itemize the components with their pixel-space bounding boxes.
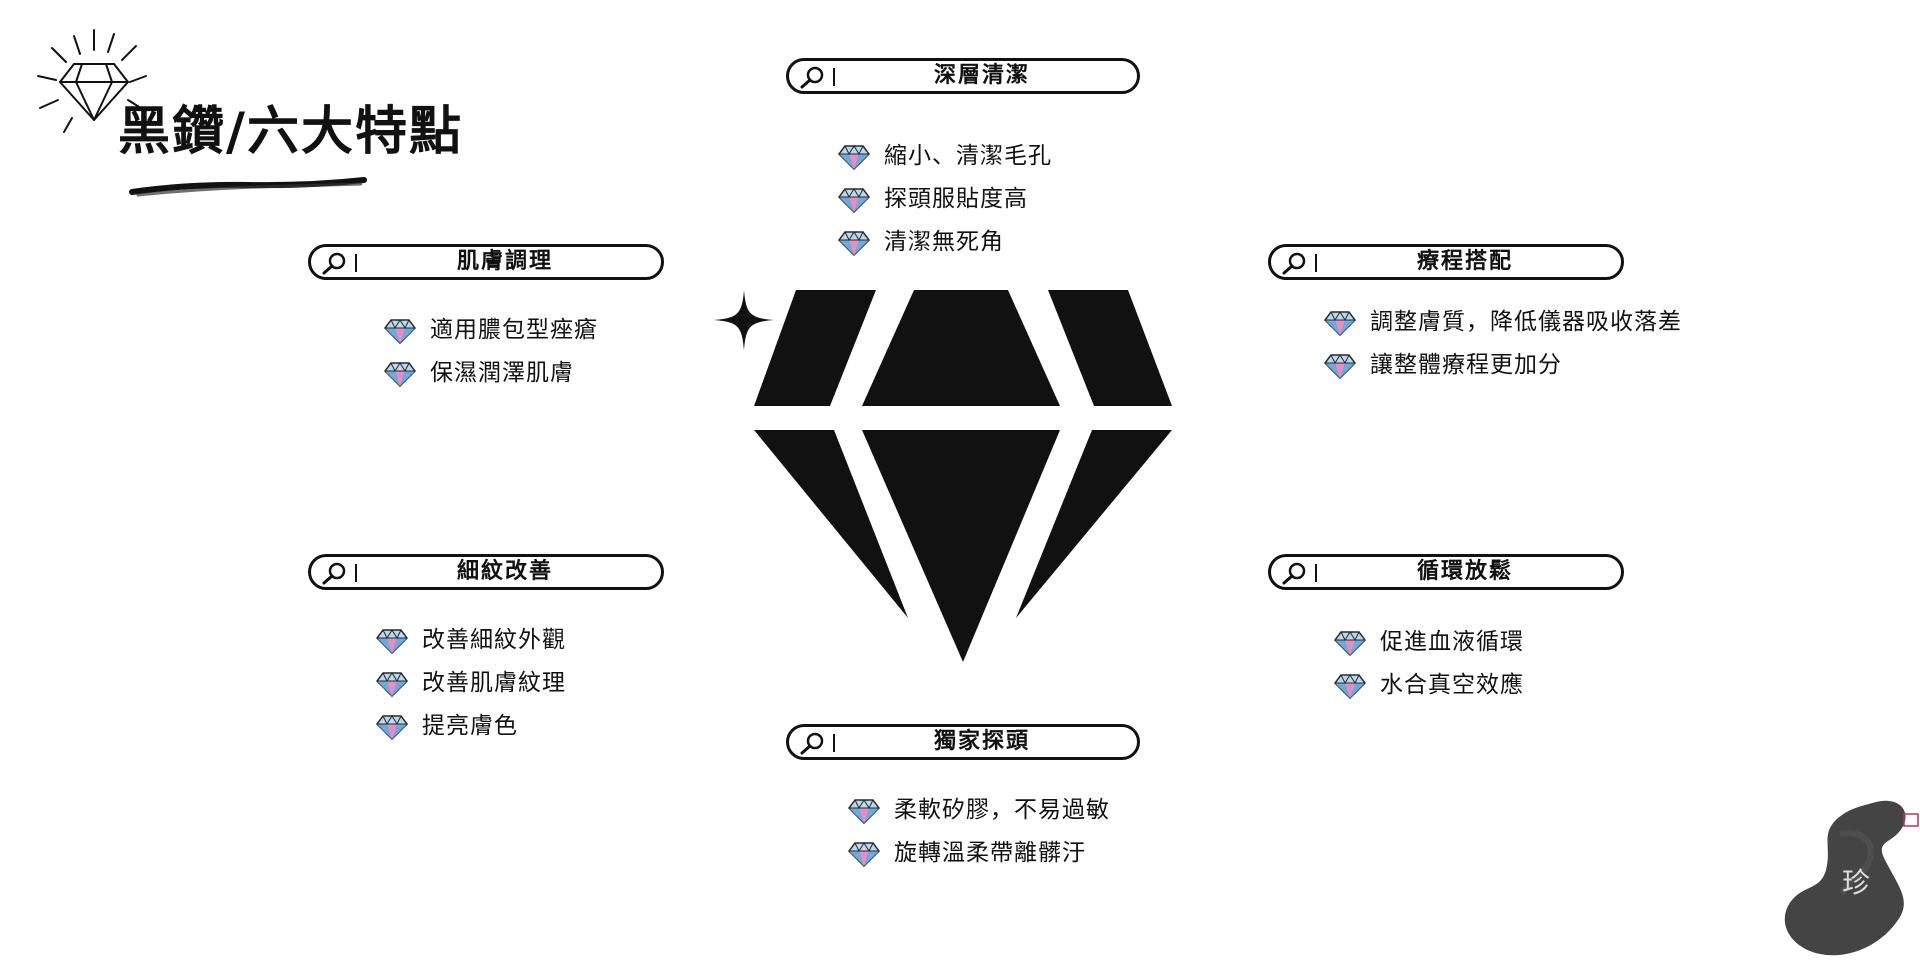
section-header-skin-care: 肌膚調理	[308, 244, 664, 280]
list-item: 清潔無死角	[838, 226, 1052, 269]
section-title-circulation: 循環放鬆	[1416, 559, 1513, 584]
list-item-text: 改善細紋外觀	[422, 627, 566, 653]
diamond-bullet-icon	[838, 231, 870, 256]
list-item: 柔軟矽膠，不易過敏	[848, 794, 1110, 837]
header-separator	[1315, 564, 1317, 582]
header-separator	[355, 564, 357, 582]
page-title: 黑鑽/六大特點	[118, 102, 463, 162]
central-diamond-icon	[754, 290, 1172, 662]
list-item-text: 縮小、清潔毛孔	[884, 143, 1052, 169]
diamond-bullet-icon	[376, 715, 408, 740]
diamond-bullet-icon	[1324, 311, 1356, 336]
diamond-bullet-icon	[1334, 674, 1366, 699]
diamond-bullet-icon	[376, 629, 408, 654]
section-title-skin-care: 肌膚調理	[456, 249, 553, 274]
diamond-bullet-icon	[1334, 631, 1366, 656]
list-probe: 柔軟矽膠，不易過敏 旋轉溫柔帶離髒汙	[848, 794, 1110, 880]
ink-seal-logo: 珍	[1784, 800, 1919, 956]
header-separator	[833, 68, 835, 86]
section-header-probe: 獨家探頭	[786, 724, 1140, 760]
list-course-match: 調整膚質，降低儀器吸收落差 讓整體療程更加分	[1324, 306, 1682, 392]
list-skin-care: 適用膿包型痤瘡 保濕潤澤肌膚	[384, 314, 598, 400]
diamond-bullet-icon	[838, 145, 870, 170]
list-item-text: 清潔無死角	[884, 229, 1004, 255]
section-title-fine-lines: 細紋改善	[456, 559, 553, 584]
section-header-fine-lines: 細紋改善	[308, 554, 664, 590]
list-item-text: 讓整體療程更加分	[1370, 352, 1562, 378]
section-title-deep-clean: 深層清潔	[933, 63, 1030, 88]
magnifier-icon	[1282, 252, 1306, 275]
magnifier-icon	[1282, 562, 1306, 585]
magnifier-icon	[322, 252, 346, 275]
list-item: 保濕潤澤肌膚	[384, 357, 598, 400]
list-item: 改善肌膚紋理	[376, 667, 566, 710]
diamond-bullet-icon	[838, 188, 870, 213]
list-item: 探頭服貼度高	[838, 183, 1052, 226]
list-fine-lines: 改善細紋外觀 改善肌膚紋理 提亮膚色	[376, 624, 566, 753]
list-item-text: 改善肌膚紋理	[422, 670, 566, 696]
list-item-text: 旋轉溫柔帶離髒汙	[894, 840, 1086, 866]
list-item-text: 調整膚質，降低儀器吸收落差	[1370, 309, 1682, 335]
diamond-bullet-icon	[384, 362, 416, 387]
list-item-text: 適用膿包型痤瘡	[430, 317, 598, 343]
diamond-bullet-icon	[848, 842, 880, 867]
list-deep-clean: 縮小、清潔毛孔 探頭服貼度高 清潔無死角	[838, 140, 1052, 269]
diamond-bullet-icon	[1324, 354, 1356, 379]
list-item: 縮小、清潔毛孔	[838, 140, 1052, 183]
sparkle-icon	[714, 290, 774, 350]
magnifier-icon	[322, 562, 346, 585]
diamond-sketch-icon	[37, 29, 147, 133]
list-item: 適用膿包型痤瘡	[384, 314, 598, 357]
header-separator	[1315, 254, 1317, 272]
section-header-circulation: 循環放鬆	[1268, 554, 1624, 590]
header-separator	[355, 254, 357, 272]
section-title-probe: 獨家探頭	[933, 729, 1030, 754]
section-header-course-match: 療程搭配	[1268, 244, 1624, 280]
magnifier-icon	[800, 732, 824, 755]
list-item: 改善細紋外觀	[376, 624, 566, 667]
list-item: 水合真空效應	[1334, 669, 1524, 712]
list-item-text: 水合真空效應	[1380, 672, 1524, 698]
list-circulation: 促進血液循環 水合真空效應	[1334, 626, 1524, 712]
list-item-text: 提亮膚色	[422, 713, 518, 739]
magnifier-icon	[800, 66, 824, 89]
list-item: 調整膚質，降低儀器吸收落差	[1324, 306, 1682, 349]
list-item-text: 探頭服貼度高	[884, 186, 1028, 212]
diamond-bullet-icon	[848, 799, 880, 824]
list-item: 提亮膚色	[376, 710, 566, 753]
list-item: 促進血液循環	[1334, 626, 1524, 669]
list-item-text: 促進血液循環	[1380, 629, 1524, 655]
title-underline	[129, 177, 367, 197]
header-separator	[833, 734, 835, 752]
section-header-deep-clean: 深層清潔	[786, 58, 1140, 94]
diamond-bullet-icon	[376, 672, 408, 697]
section-title-course-match: 療程搭配	[1416, 249, 1513, 274]
list-item-text: 保濕潤澤肌膚	[430, 360, 574, 386]
list-item: 旋轉溫柔帶離髒汙	[848, 837, 1110, 880]
diamond-bullet-icon	[384, 319, 416, 344]
list-item: 讓整體療程更加分	[1324, 349, 1682, 392]
list-item-text: 柔軟矽膠，不易過敏	[894, 797, 1110, 823]
seal-text: 珍	[1842, 866, 1870, 899]
